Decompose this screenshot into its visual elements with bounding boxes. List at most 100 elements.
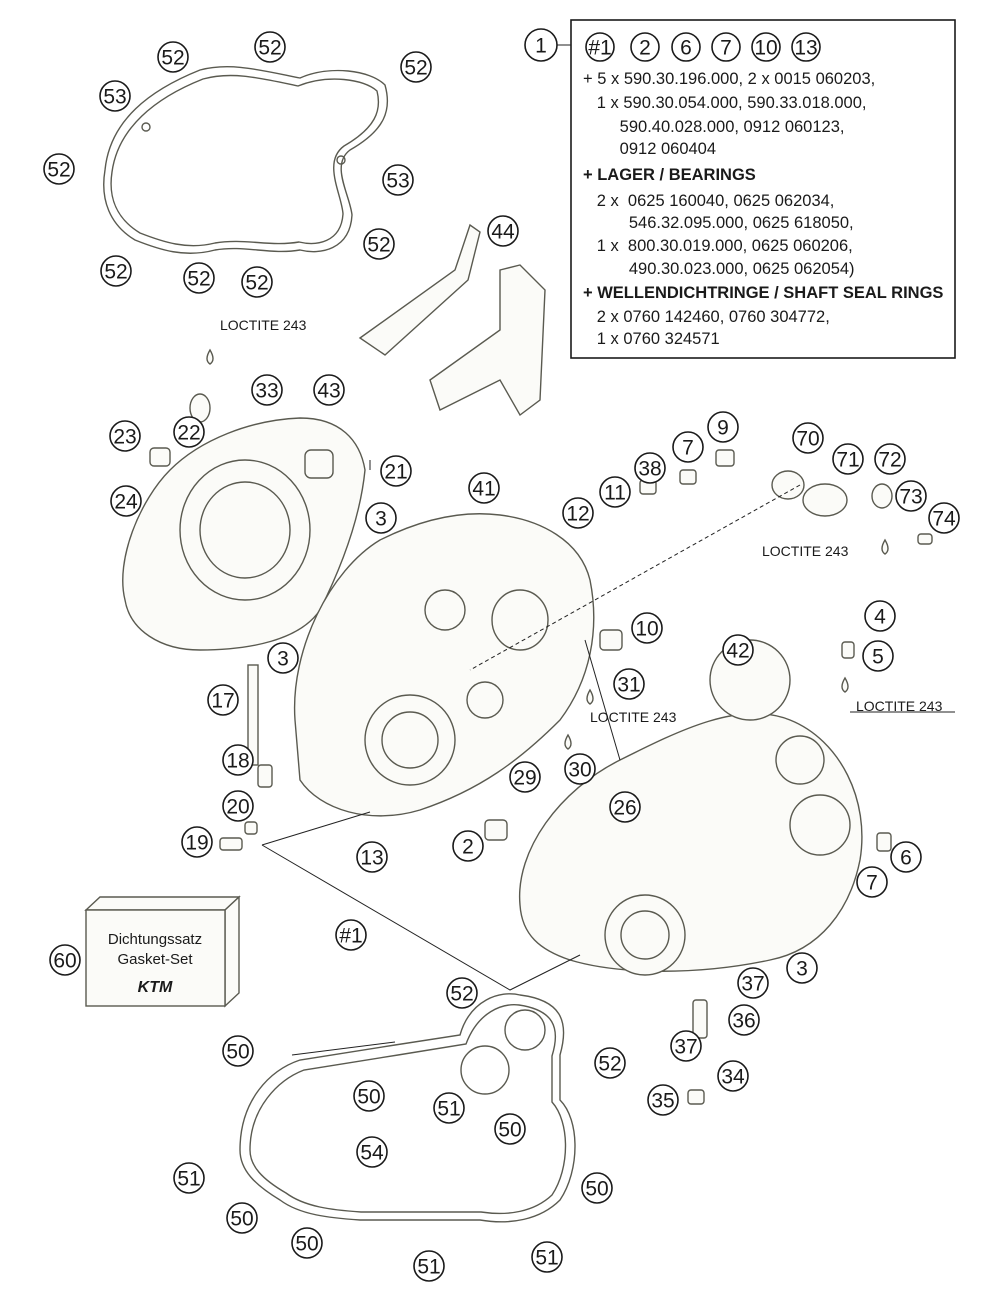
- part-callout: 52: [400, 51, 432, 83]
- part-callout-number: 10: [754, 37, 777, 60]
- part-callout: 11: [599, 476, 631, 508]
- part-callout-number: 2: [639, 37, 651, 60]
- part-callout-number: 70: [796, 428, 819, 451]
- part-callout-number: 51: [417, 1256, 440, 1279]
- part-callout: 13: [356, 841, 388, 873]
- part-callout: 6: [890, 841, 922, 873]
- part-callout-number: 7: [866, 872, 878, 895]
- part-callout-number: 10: [635, 618, 658, 641]
- part-callout: 38: [634, 452, 666, 484]
- part-callout-number: 3: [277, 648, 289, 671]
- part-callout: 71: [832, 443, 864, 475]
- part-callout-number: 29: [513, 767, 536, 790]
- part-callout: 52: [43, 153, 75, 185]
- part-callout-number: 18: [226, 750, 249, 773]
- part-callout-number: 13: [794, 37, 817, 60]
- part-callout-number: 60: [53, 950, 76, 973]
- left-crankcase: [293, 513, 595, 817]
- spec-line: 2 x 0625 160040, 0625 062034,: [583, 192, 834, 210]
- part-callout: 2: [452, 830, 484, 862]
- part-callout-number: 7: [720, 37, 732, 60]
- part-callout: 50: [494, 1113, 526, 1145]
- part-callout: 70: [792, 422, 824, 454]
- part-callout-number: 9: [717, 417, 729, 440]
- ktm-logo: KTM: [138, 979, 173, 996]
- crankcase-gasket: [239, 993, 576, 1223]
- part-callout: 4: [864, 600, 896, 632]
- part-callout: 50: [353, 1080, 385, 1112]
- part-callout-number: 6: [680, 37, 692, 60]
- part-callout-number: 38: [638, 458, 661, 481]
- part-callout-number: 43: [317, 380, 340, 403]
- part-callout-number: 5: [872, 646, 884, 669]
- part-callout-number: 19: [185, 832, 208, 855]
- spec-line: + LAGER / BEARINGS: [583, 166, 756, 184]
- part-callout: 60: [49, 944, 81, 976]
- part-callout-number: 12: [566, 503, 589, 526]
- part-callout-number: 52: [47, 159, 70, 182]
- part-callout: 52: [157, 41, 189, 73]
- clutch-cover: [122, 417, 366, 651]
- part-callout: 5: [862, 640, 894, 672]
- part-callout-number: 42: [726, 640, 749, 663]
- part-callout: 3: [365, 502, 397, 534]
- part-callout-number: 52: [598, 1053, 621, 1076]
- part-callout: 31: [613, 668, 645, 700]
- part-callout: 10: [631, 612, 663, 644]
- part-callout: 41: [468, 472, 500, 504]
- part-callout-number: 50: [226, 1041, 249, 1064]
- part-callout-number: 4: [874, 606, 886, 629]
- part-callout: 35: [647, 1084, 679, 1116]
- part-callout-number: 71: [836, 449, 859, 472]
- part-callout: 13: [791, 32, 821, 62]
- part-callout-number: 36: [732, 1010, 755, 1033]
- part-callout-number: 51: [437, 1098, 460, 1121]
- part-callout: 51: [173, 1162, 205, 1194]
- part-callout: 51: [531, 1241, 563, 1273]
- part-callout-number: 52: [104, 261, 127, 284]
- part-callout-number: 53: [386, 170, 409, 193]
- spec-line: 1 x 0760 324571: [583, 330, 720, 348]
- part-callout-number: 24: [114, 491, 138, 514]
- part-callout-number: 35: [651, 1090, 674, 1113]
- part-callout: 20: [222, 790, 254, 822]
- bracket-part: [358, 223, 546, 417]
- part-callout-number: #1: [339, 925, 362, 948]
- part-callout-number: 52: [161, 47, 184, 70]
- part-callout-number: 11: [604, 482, 626, 505]
- spec-line: 1 x 590.30.054.000, 590.33.018.000,: [583, 94, 867, 112]
- part-callout: 52: [254, 31, 286, 63]
- spec-line: 490.30.023.000, 0625 062054): [583, 260, 855, 278]
- part-callout: 23: [109, 420, 141, 452]
- part-callout: 42: [722, 634, 754, 666]
- clutch-cover-gasket: [103, 66, 389, 254]
- part-callout: 73: [895, 480, 927, 512]
- part-callout: 53: [99, 80, 131, 112]
- part-callout: 52: [241, 266, 273, 298]
- part-callout-number: 37: [674, 1036, 697, 1059]
- spec-line: + 5 x 590.30.196.000, 2 x 0015 060203,: [583, 70, 875, 88]
- part-callout: 50: [222, 1035, 254, 1067]
- part-callout: 44: [487, 215, 519, 247]
- part-callout: 24: [110, 485, 142, 517]
- spec-line: 590.40.028.000, 0912 060123,: [583, 118, 844, 136]
- loctite-label: LOCTITE 243: [220, 317, 307, 333]
- part-callout: 36: [728, 1004, 760, 1036]
- part-callout-number: 26: [613, 797, 636, 820]
- part-callout: 3: [786, 952, 818, 984]
- part-callout: 54: [356, 1136, 388, 1168]
- part-callout: 50: [581, 1172, 613, 1204]
- leader-lines: [261, 460, 801, 1056]
- part-callout: 50: [226, 1202, 258, 1234]
- part-callout-number: 51: [177, 1168, 200, 1191]
- spec-line: 546.32.095.000, 0625 618050,: [583, 214, 854, 232]
- loctite-label: LOCTITE 243: [762, 543, 849, 559]
- part-callout: 19: [181, 826, 213, 858]
- part-callout-number: 21: [384, 461, 407, 484]
- part-callout: 30: [564, 753, 596, 785]
- part-callout-number: 52: [187, 268, 210, 291]
- part-callout-number: 41: [472, 478, 495, 501]
- part-callout-number: 2: [462, 836, 474, 859]
